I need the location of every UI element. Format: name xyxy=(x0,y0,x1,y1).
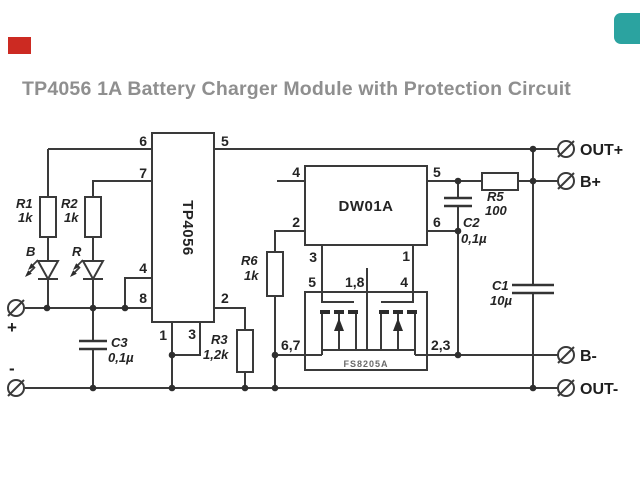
tp4056-pin-2: 2 xyxy=(221,290,229,306)
resistor-r2 xyxy=(84,196,102,238)
terminal-out-plus xyxy=(557,140,575,158)
wire-pin4-pin8 xyxy=(124,277,152,308)
tp4056-pin-4: 4 xyxy=(139,260,147,276)
dw01a-pin-1: 1 xyxy=(402,248,410,264)
dw01a-pin-4: 4 xyxy=(292,164,300,180)
led-red-label: R xyxy=(72,244,82,259)
mosfet-gate-wires xyxy=(321,245,414,303)
tp4056-pin-6: 6 xyxy=(139,133,147,149)
led-red-arrowhead-2 xyxy=(70,270,77,277)
fs8205a-pin-4: 4 xyxy=(400,274,408,290)
c3-value: 0,1µ xyxy=(108,350,134,365)
capacitor-c3 xyxy=(79,339,107,351)
tp4056-ic-body xyxy=(151,132,215,323)
terminal-input-plus xyxy=(7,299,25,317)
dw01a-label: DW01A xyxy=(338,198,393,215)
fs8205a-mosfets xyxy=(275,245,558,356)
mosfet-body-arrow-right xyxy=(393,318,403,331)
led-blue-arrowhead-2 xyxy=(25,270,32,277)
fs8205a-pin-67: 6,7 xyxy=(281,337,301,353)
dw01a-ic-body xyxy=(304,165,428,246)
r1-value: 1k xyxy=(18,210,33,225)
red-mark-decoration xyxy=(8,37,31,54)
r3-ref: R3 xyxy=(211,332,228,347)
c2-value: 0,1µ xyxy=(461,231,487,246)
wire-top-rail xyxy=(47,148,558,197)
r5-value: 100 xyxy=(485,203,507,218)
led-red xyxy=(70,259,105,282)
led-blue-triangle xyxy=(36,260,60,282)
led-blue xyxy=(25,259,60,282)
resistor-r6 xyxy=(266,251,284,297)
c3-ref: C3 xyxy=(111,335,128,350)
r3-value: 1,2k xyxy=(203,347,229,362)
fs8205a-pin-18: 1,8 xyxy=(345,274,365,290)
tp4056-pin-1: 1 xyxy=(159,327,167,343)
r6-value: 1k xyxy=(244,268,259,283)
tp4056-label: TP4056 xyxy=(179,200,196,256)
c2-ref: C2 xyxy=(463,215,480,230)
wire-dw01a-left xyxy=(274,180,305,388)
capacitor-c2 xyxy=(444,196,472,208)
resistor-r1 xyxy=(39,196,57,238)
c1-value: 10µ xyxy=(490,293,512,308)
terminal-out-minus xyxy=(557,379,575,397)
led-blue-label: B xyxy=(26,244,35,259)
resistor-r3 xyxy=(236,329,254,373)
out-minus-label: OUT- xyxy=(580,381,618,398)
teal-mark-decoration xyxy=(614,13,640,44)
mosfet-body-arrow-left xyxy=(334,318,344,331)
terminal-b-plus xyxy=(557,172,575,190)
tp4056-pin-3: 3 xyxy=(188,326,196,342)
terminal-b-minus xyxy=(557,346,575,364)
r6-ref: R6 xyxy=(241,253,258,268)
wire-pin7 xyxy=(92,180,152,197)
r1-ref: R1 xyxy=(16,196,33,211)
resistor-r5 xyxy=(481,172,519,191)
junction-dots xyxy=(43,145,537,392)
terminal-input-minus xyxy=(7,379,25,397)
dw01a-pin-6: 6 xyxy=(433,214,441,230)
page-title: TP4056 1A Battery Charger Module with Pr… xyxy=(22,78,572,100)
b-plus-label: B+ xyxy=(580,174,601,191)
input-plus-label: + xyxy=(7,318,17,337)
out-plus-label: OUT+ xyxy=(580,142,623,159)
fs8205a-label: FS8205A xyxy=(343,359,388,369)
dw01a-pin-2: 2 xyxy=(292,214,300,230)
tp4056-pin-7: 7 xyxy=(139,165,147,181)
capacitor-c1 xyxy=(512,283,554,295)
tp4056-pin-5: 5 xyxy=(221,133,229,149)
led-red-triangle xyxy=(81,260,105,282)
led-red-arrowhead-1 xyxy=(73,263,80,270)
tp4056-pin-8: 8 xyxy=(139,290,147,306)
mosfet-legs-bus xyxy=(321,268,416,355)
input-minus-label: - xyxy=(9,359,15,378)
r5-ref: R5 xyxy=(487,189,504,204)
fs8205a-pin-23: 2,3 xyxy=(431,337,451,353)
dw01a-pin-3: 3 xyxy=(309,249,317,265)
fs8205a-pin-5: 5 xyxy=(308,274,316,290)
dw01a-pin-5: 5 xyxy=(433,164,441,180)
b-minus-label: B- xyxy=(580,348,597,365)
r2-value: 1k xyxy=(64,210,79,225)
wires xyxy=(25,148,558,389)
c1-ref: C1 xyxy=(492,278,509,293)
led-blue-arrowhead-1 xyxy=(28,263,35,270)
r2-ref: R2 xyxy=(61,196,78,211)
wire-led-branches xyxy=(47,237,94,308)
